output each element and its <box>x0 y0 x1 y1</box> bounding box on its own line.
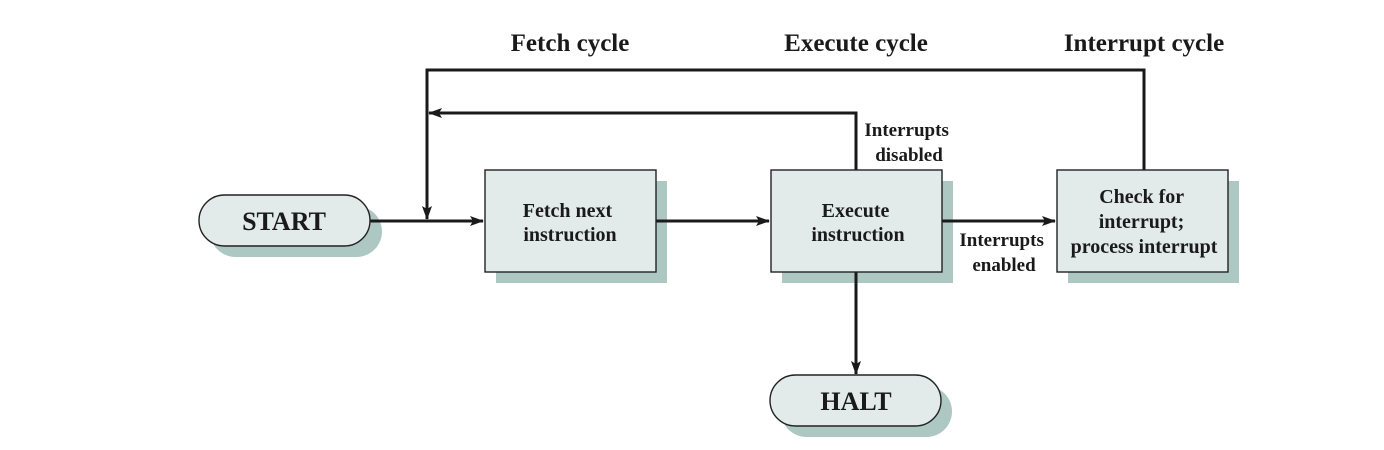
execute-instruction-box <box>770 169 943 273</box>
start-terminal <box>198 194 371 247</box>
fetch-instruction-box <box>484 169 657 273</box>
interrupts-enabled-label: Interrupts enabled <box>959 230 1048 276</box>
interrupts-disabled-line-1: Interrupts <box>864 120 948 141</box>
interrupt-box-line-2: interrupt; <box>1099 211 1185 233</box>
interrupt-box-line-1: Check for <box>1099 186 1184 208</box>
arrow-interrupt-cycle-loop <box>422 68 1146 220</box>
interrupts-disabled-label: Interrupts disabled <box>864 120 953 166</box>
interrupt-box-line-3: process interrupt <box>1071 236 1218 258</box>
fetch-box-line-1: Fetch next <box>523 200 613 222</box>
heading-execute-cycle: Execute cycle <box>784 30 928 57</box>
halt-label: HALT <box>820 387 891 416</box>
arrow-interrupts-disabled-loop <box>428 108 858 170</box>
fetch-box-line-2: instruction <box>523 224 616 246</box>
execute-box-line-1: Execute <box>822 200 890 222</box>
halt-terminal <box>769 374 942 427</box>
heading-fetch-cycle: Fetch cycle <box>511 30 630 57</box>
interrupt-box-label: Check for interrupt; process interrupt <box>1071 186 1218 258</box>
fetch-box-label: Fetch next instruction <box>523 200 617 246</box>
start-label: START <box>242 207 326 236</box>
execute-box-line-2: instruction <box>811 224 904 246</box>
heading-interrupt-cycle: Interrupt cycle <box>1064 30 1224 57</box>
interrupts-enabled-line-1: Interrupts <box>959 230 1043 251</box>
interrupts-disabled-line-2: disabled <box>875 145 943 166</box>
check-interrupt-box <box>1056 169 1229 273</box>
interrupts-enabled-line-2: enabled <box>972 255 1036 276</box>
execute-box-label: Execute instruction <box>811 200 904 246</box>
